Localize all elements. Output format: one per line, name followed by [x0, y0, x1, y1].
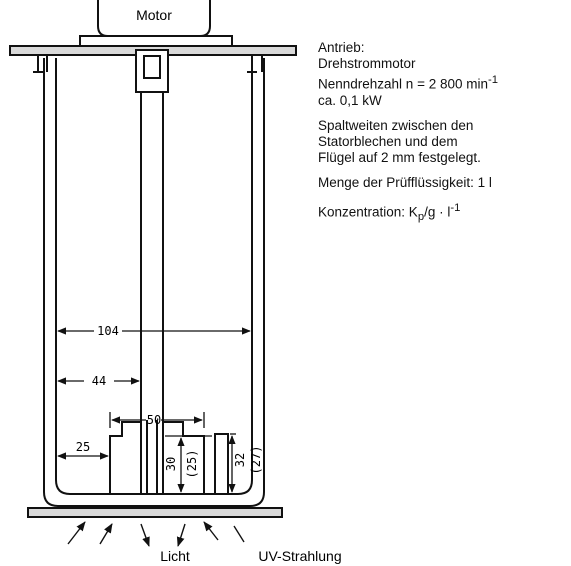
light-rays: [67, 521, 245, 547]
quantity-note: Menge der Prüfflüssigkeit: 1 l: [318, 174, 492, 190]
specification-notes: Antrieb: Drehstrommotor Nenndrehzahl n =…: [318, 40, 568, 234]
cover-bolt-right: [247, 55, 263, 73]
motor-label: Motor: [136, 7, 172, 23]
motor-housing: Motor: [97, 0, 211, 37]
rated-speed-exponent: -1: [488, 74, 499, 86]
base-plate: [27, 507, 283, 518]
dimension-50-label: 50: [147, 413, 161, 427]
dimension-27-bracket-label: (27): [249, 446, 263, 475]
stirrer-shaft: [135, 49, 169, 494]
concentration-mid: /g · l: [424, 204, 451, 219]
dimension-104-label: 104: [97, 324, 119, 338]
light-label: Licht: [160, 548, 190, 564]
power: ca. 0,1 kW: [318, 92, 382, 108]
cover-bolt-left: [33, 55, 48, 73]
dimension-25-bracket-label: (25): [185, 450, 199, 479]
dimension-32-label: 32: [233, 453, 247, 467]
concentration-note: Konzentration: Kp/g · l-1: [318, 200, 568, 225]
gap-line-2: Statorblechen und dem: [318, 133, 458, 149]
dimension-32: [228, 433, 236, 493]
uv-label: UV-Strahlung: [258, 548, 341, 564]
concentration-prefix: Konzentration: K: [318, 204, 418, 219]
dimension-30-label: 30: [164, 457, 178, 471]
rated-speed-text: Nenndrehzahl n = 2 800 min: [318, 76, 488, 92]
test-vessel: [43, 58, 265, 507]
dimension-50: [109, 412, 205, 428]
gap-line-3: Flügel auf 2 mm festgelegt.: [318, 149, 481, 165]
drive-motor: Drehstrommotor: [318, 56, 416, 71]
stator-sheet: [214, 433, 229, 495]
gap-line-1: Spaltweiten zwischen den: [318, 117, 474, 133]
gap-note: Spaltweiten zwischen den Statorblechen u…: [318, 118, 568, 166]
concentration-exponent: -1: [450, 201, 461, 214]
drive-heading: Antrieb:: [318, 40, 365, 55]
rated-speed: Nenndrehzahl n = 2 800 min-1: [318, 72, 568, 93]
dimension-30: [165, 435, 212, 493]
dimension-44-label: 44: [92, 374, 106, 388]
drive-block: Antrieb: Drehstrommotor Nenndrehzahl n =…: [318, 40, 568, 109]
motor-flange: [79, 35, 233, 47]
dimension-25-label: 25: [76, 440, 90, 454]
concentration-subscript: p: [417, 210, 425, 223]
